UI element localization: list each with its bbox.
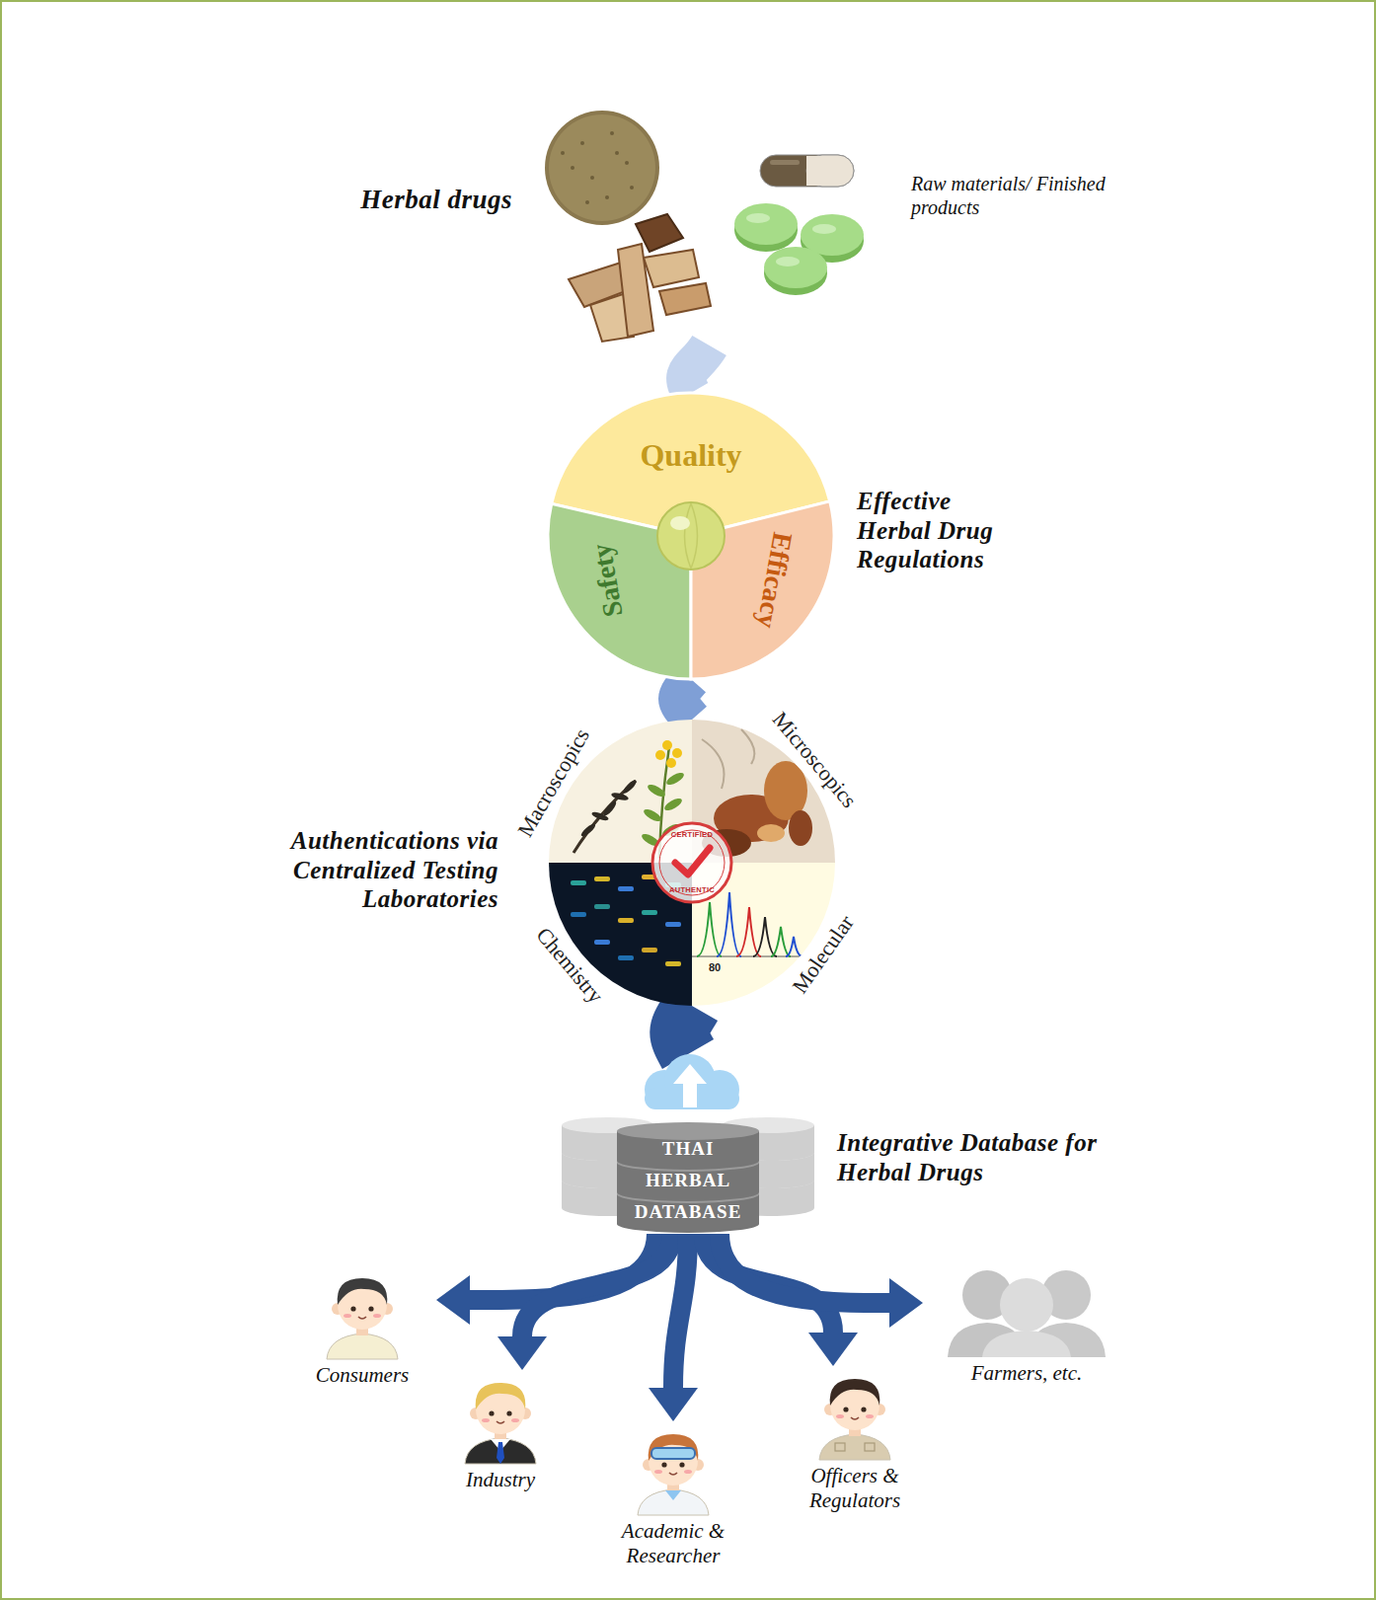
authentication-circle: Authentications via Centralized Testing … [548,719,836,1006]
heading-label: Authentications via Centralized Testing … [217,826,499,915]
herbal-drug-illustration [533,103,909,346]
regulation-pie: Effective Herbal Drug RegulationsQuality… [547,392,835,680]
herbal-drugs-group: Herbal drugsRaw materials/ Finished prod… [533,103,909,346]
caption-label: Raw materials/ Finished products [911,172,1114,220]
heading-label: Integrative Database for Herbal Drugs [837,1128,1124,1187]
stakeholder-figure: Officers & Regulators [785,1366,924,1514]
distribution-arrow [719,1233,890,1303]
researcher-icon [623,1421,723,1516]
axis-number: 80 [708,961,721,975]
amla-fruit [547,392,835,680]
stakeholder-figure: Consumers [288,1265,437,1388]
stakeholder-figure: Farmers, etc. [922,1263,1131,1386]
consumer-icon [312,1265,412,1360]
stakeholder-label: Industry [426,1467,575,1493]
database-band-text: HERBAL [645,1169,731,1192]
officer-icon [805,1366,905,1460]
stamp-text: AUTHENTIC [669,886,715,896]
stamp-text: CERTIFIED [671,831,713,841]
flow-band [686,345,710,393]
heading-label: Herbal drugs [360,184,513,217]
stakeholder-label: Officers & Regulators [785,1463,924,1514]
farmers-icon [927,1263,1126,1358]
stakeholder-figure: Industry [426,1370,575,1493]
stakeholder-label: Farmers, etc. [922,1361,1131,1386]
database-band-text: THAI [662,1138,715,1160]
stakeholder-label: Academic & Researcher [604,1519,743,1569]
database-stack: THAIHERBALDATABASEIntegrative Database f… [561,1054,815,1234]
industry-icon [451,1370,550,1464]
flow-band [679,1005,692,1055]
heading-label: Effective Herbal Drug Regulations [856,486,1030,575]
stakeholder-figure: Academic & Researcher [604,1421,743,1569]
stakeholder-label: Consumers [288,1363,437,1388]
sector-label: Quality [639,437,742,475]
distribution-arrow [673,1233,688,1388]
distribution-arrow [522,1233,673,1337]
flow-band [678,679,692,720]
database-band-text: DATABASE [634,1201,743,1224]
certified-stamp [548,719,836,1006]
